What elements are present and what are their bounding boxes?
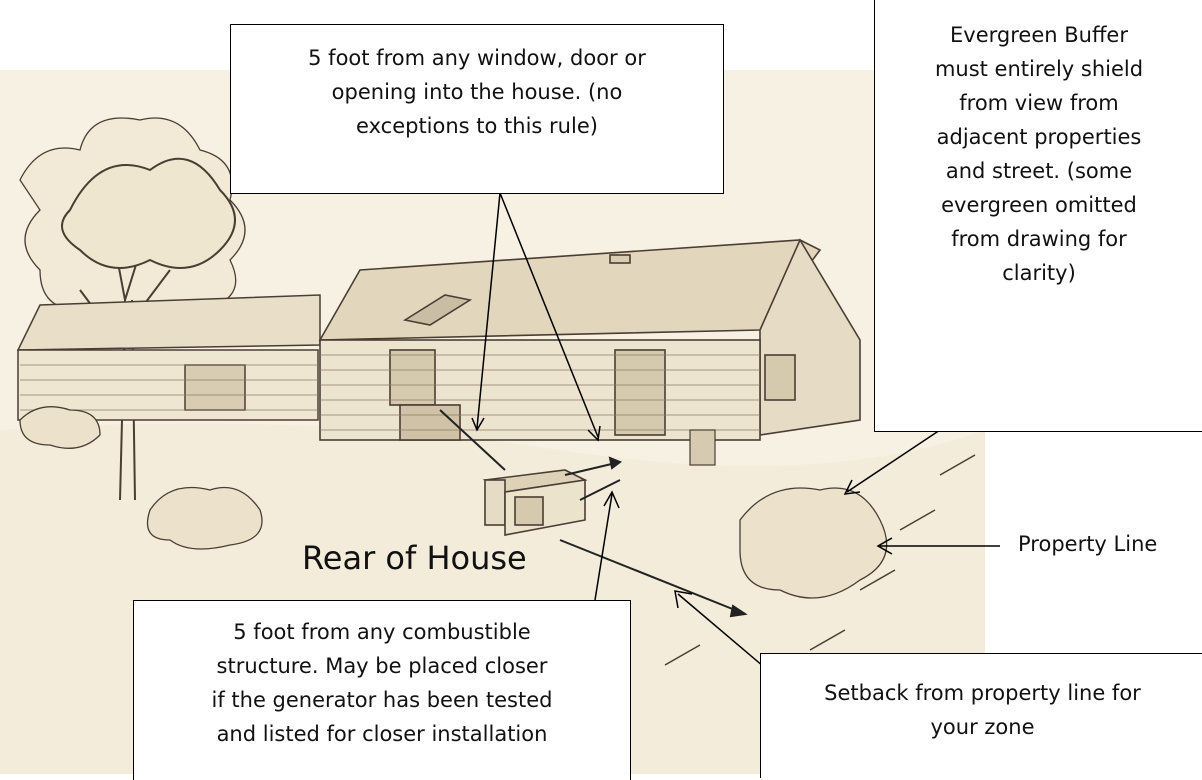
callout-evergreen-buffer: Evergreen Buffer must entirely shield fr… [874,0,1202,432]
house-main [320,240,860,440]
window [765,355,795,400]
callout-window-distance: 5 foot from any window, door or opening … [230,24,724,194]
property-line-label: Property Line [1018,532,1157,556]
rear-of-house-label: Rear of House [302,539,527,577]
house-left-wing [18,295,320,420]
door [615,350,665,435]
callout-combustible: 5 foot from any combustible structure. M… [133,600,631,780]
trash-bin [690,430,715,465]
callout-setback: Setback from property line for your zone [760,653,1202,778]
window [390,350,435,405]
